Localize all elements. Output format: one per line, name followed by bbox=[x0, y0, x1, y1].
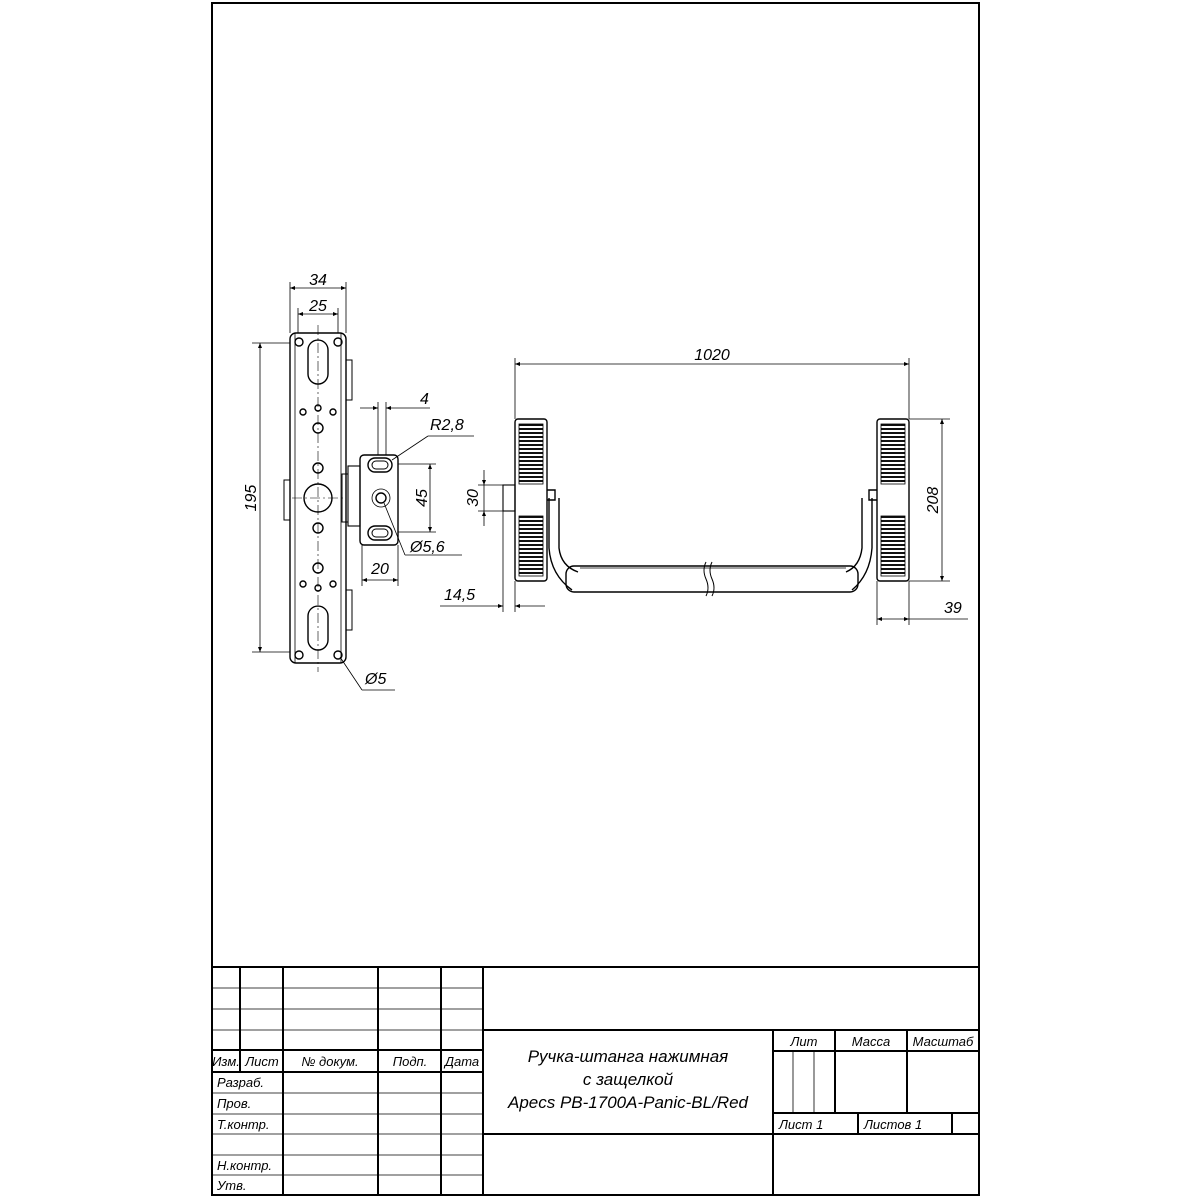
latch-hole bbox=[375, 492, 387, 504]
keyhole-slot-bottom bbox=[307, 605, 329, 651]
tb-role-nkontr: Н.контр. bbox=[217, 1158, 272, 1173]
dim-plate-height: 195 bbox=[243, 485, 260, 512]
dim-plate-width-inner: 25 bbox=[308, 298, 327, 315]
keyhole-slot-top bbox=[307, 339, 329, 385]
title-block bbox=[212, 966, 979, 1195]
dim-plate-width-outer: 34 bbox=[309, 272, 327, 289]
latch-view bbox=[341, 454, 399, 546]
tb-sheets-label: Листов 1 bbox=[863, 1117, 922, 1132]
tb-mass-label: Масса bbox=[852, 1034, 890, 1049]
mounting-plate-view bbox=[283, 325, 353, 672]
drawing-title-line-2: с защелкой bbox=[583, 1070, 674, 1089]
latch-dimensions bbox=[360, 402, 474, 586]
tb-sheet-label: Лист 1 bbox=[778, 1117, 823, 1132]
tb-lit-label: Лит bbox=[790, 1034, 818, 1049]
dim-end-height: 208 bbox=[925, 487, 942, 515]
dim-spindle-height: 30 bbox=[465, 489, 482, 507]
tb-role-utv: Утв. bbox=[216, 1178, 247, 1193]
dim-end-depth: 39 bbox=[944, 600, 962, 617]
right-arm bbox=[851, 498, 873, 591]
tb-scale-label: Масштаб bbox=[913, 1034, 974, 1049]
panic-bar-view bbox=[502, 418, 910, 597]
tb-role-prov: Пров. bbox=[217, 1096, 251, 1111]
dim-latch-height: 45 bbox=[414, 489, 431, 507]
bar-dimensions bbox=[440, 358, 968, 625]
dim-bar-length: 1020 bbox=[694, 347, 730, 364]
tb-header-doc: № докум. bbox=[301, 1054, 358, 1069]
spindle bbox=[502, 484, 516, 512]
left-arm bbox=[548, 498, 573, 591]
tb-role-tkontr: Т.контр. bbox=[217, 1117, 269, 1132]
plate-dimensions bbox=[252, 282, 395, 691]
drawing-title-line-3: Apecs PB-1700A-Panic-BL/Red bbox=[507, 1093, 749, 1112]
dim-latch-offset: 4 bbox=[420, 391, 429, 408]
tb-header-sign: Подп. bbox=[393, 1054, 428, 1069]
push-bar bbox=[565, 565, 859, 593]
tb-role-razrab: Разраб. bbox=[217, 1075, 264, 1090]
drawing-frame bbox=[211, 2, 980, 1196]
dim-latch-depth: 20 bbox=[370, 561, 389, 578]
drawing-title-line-1: Ручка-штанга нажимная bbox=[528, 1047, 729, 1066]
dim-plate-hole: Ø5 bbox=[364, 671, 386, 688]
tb-header-date: Дата bbox=[443, 1054, 479, 1069]
dim-spindle-offset: 14,5 bbox=[444, 587, 475, 604]
dim-latch-radius: R2,8 bbox=[430, 417, 464, 434]
tb-header-list: Лист bbox=[244, 1054, 279, 1069]
tb-header-izm: Изм. bbox=[212, 1054, 240, 1069]
dim-latch-hole: Ø5,6 bbox=[409, 539, 445, 556]
